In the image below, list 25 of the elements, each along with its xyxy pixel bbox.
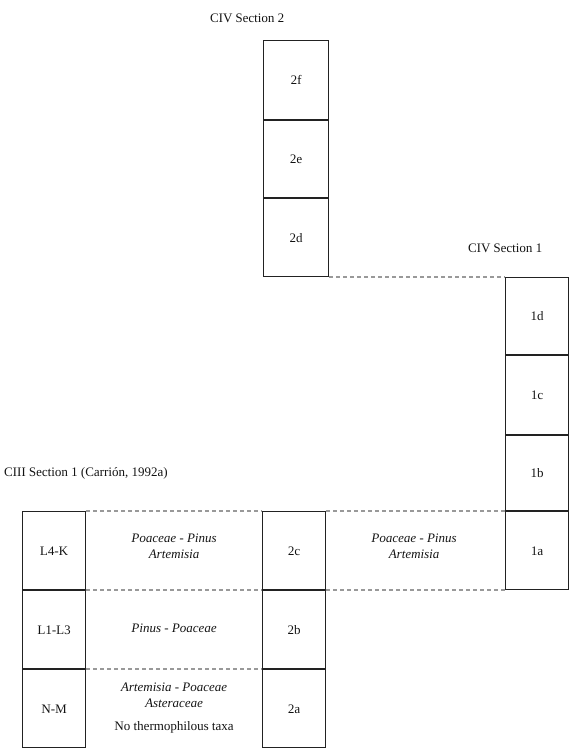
zone-box: 2a [262, 669, 326, 748]
zone-box: 2b [262, 590, 326, 669]
correlation-line [328, 276, 506, 278]
column-heading: CIV Section 1 [468, 240, 542, 256]
zone-box: 2e [263, 120, 329, 198]
zone-box: 1a [505, 511, 569, 590]
zone-box: 1b [505, 435, 569, 511]
zone-box: L4-K [22, 511, 86, 590]
zone-box: N-M [22, 669, 86, 748]
pollen-zone-text: Poaceae - Pinus Artemisia [370, 530, 458, 562]
column-heading: CIII Section 1 (Carrión, 1992a) [4, 464, 168, 480]
column-heading: CIV Section 2 [210, 10, 284, 26]
zone-box: 2d [263, 198, 329, 277]
correlation-line [86, 668, 262, 670]
zone-box: 2f [263, 40, 329, 120]
pollen-zone-text: Artemisia - Poaceae Asteraceae [119, 679, 228, 711]
zone-box: L1-L3 [22, 590, 86, 669]
correlation-line [86, 510, 262, 512]
pollen-zone-text: Poaceae - Pinus Artemisia [130, 530, 218, 562]
note-text: No thermophilous taxa [113, 718, 235, 734]
zone-box: 2c [262, 511, 326, 590]
pollen-zone-text: Pinus - Poaceae [130, 620, 218, 636]
zone-box: 1c [505, 355, 569, 435]
zone-box: 1d [505, 277, 569, 355]
correlation-line [326, 510, 506, 512]
